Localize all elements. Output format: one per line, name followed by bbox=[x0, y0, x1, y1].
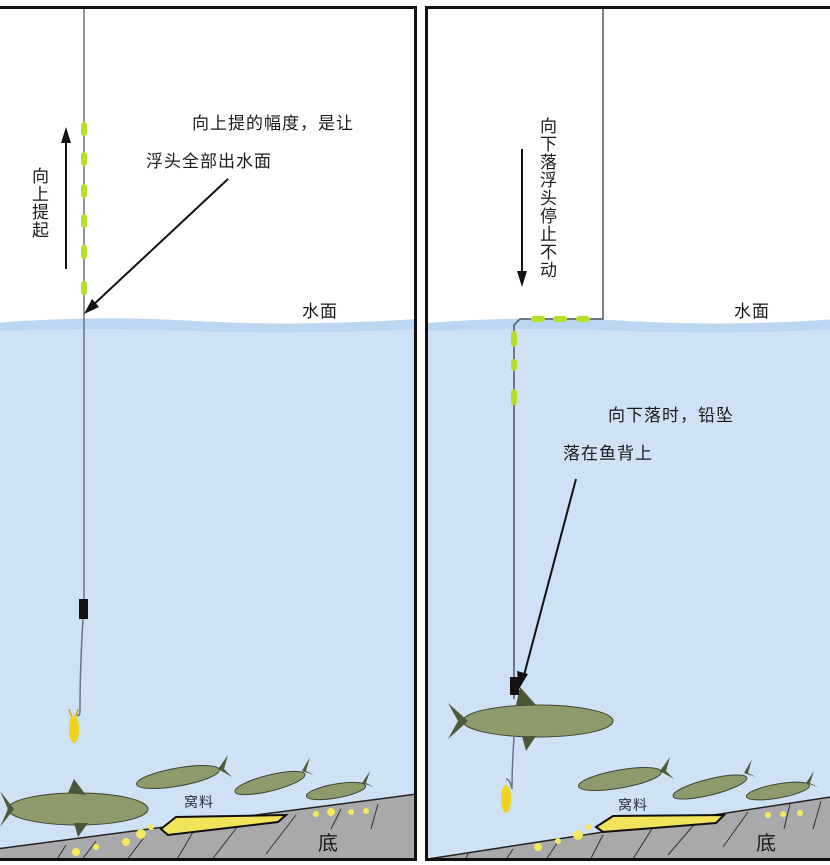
groundbait-pile bbox=[159, 813, 289, 837]
down-arrow bbox=[517, 271, 527, 287]
bait bbox=[69, 715, 79, 743]
fishing-line bbox=[513, 9, 604, 699]
right-panel-drop-diagram: 向下落浮头停止不动 向下落时，铅坠 落在鱼背上 水面 窝料 底 bbox=[425, 6, 830, 861]
groundbait-label: 窝料 bbox=[618, 798, 648, 814]
annotation-line-1: 向上提的幅度，是让 bbox=[192, 114, 354, 134]
up-arrow bbox=[61, 127, 71, 143]
fish-small-3 bbox=[745, 771, 818, 801]
groundbait-label: 窝料 bbox=[184, 795, 214, 811]
drop-label: 向下落浮头停止不动 bbox=[536, 117, 556, 279]
fish-large bbox=[448, 687, 614, 751]
lift-scene bbox=[0, 9, 414, 858]
bottom-label: 底 bbox=[318, 831, 339, 855]
lead-sinker bbox=[79, 599, 88, 619]
water-surface-label: 水面 bbox=[302, 302, 338, 322]
fish-small-2 bbox=[234, 757, 314, 796]
fish-small-3 bbox=[305, 771, 374, 801]
bottom-label: 底 bbox=[756, 831, 777, 855]
lift-up-label: 向上提起 bbox=[28, 167, 48, 239]
fish-small-1 bbox=[136, 755, 232, 789]
annotation-line-1: 向下落时，铅坠 bbox=[608, 406, 734, 426]
annotation-line-2: 落在鱼背上 bbox=[563, 444, 653, 464]
water-surface-label: 水面 bbox=[734, 302, 770, 322]
groundbait-pile bbox=[594, 813, 727, 834]
float-segments bbox=[81, 122, 87, 295]
float-segments bbox=[511, 316, 590, 405]
left-panel-lift-diagram: 向上提起 向上提的幅度，是让 浮头全部出水面 水面 窝料 底 bbox=[0, 6, 417, 861]
fish-large bbox=[0, 779, 149, 837]
water-body bbox=[0, 318, 414, 858]
fish-small-2 bbox=[672, 759, 756, 800]
annotation-line-2: 浮头全部出水面 bbox=[146, 152, 272, 172]
fish-small-1 bbox=[578, 757, 674, 791]
bait bbox=[501, 785, 511, 813]
lead-sinker bbox=[510, 677, 519, 695]
drop-scene bbox=[428, 9, 830, 858]
